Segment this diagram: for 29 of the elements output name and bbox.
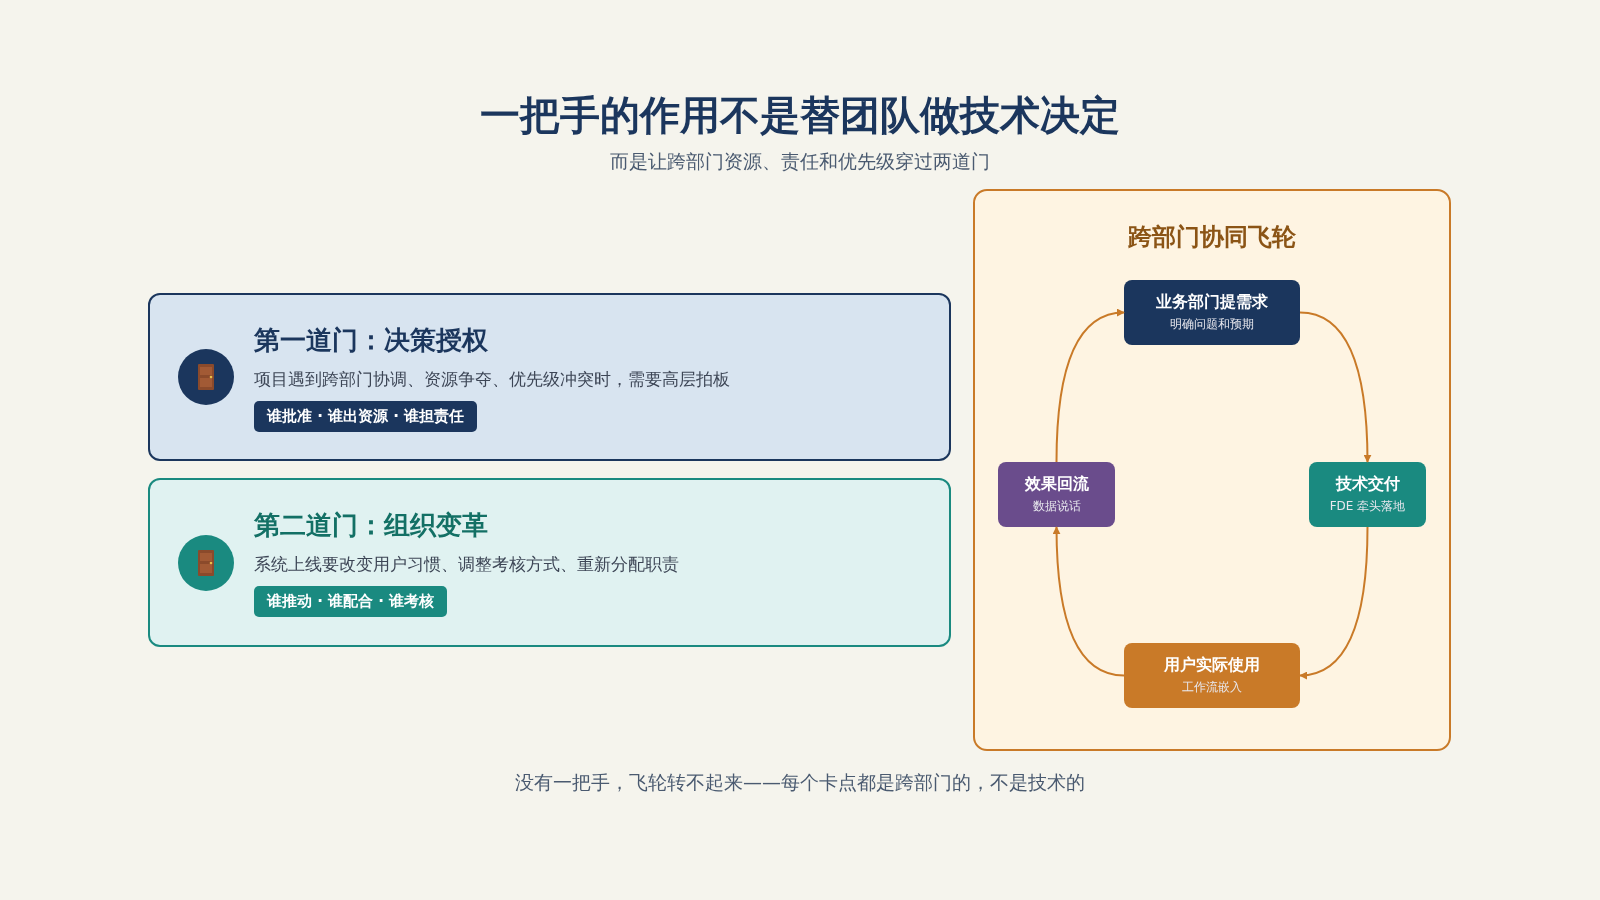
flywheel-panel [973,189,1451,751]
tag-pill: 谁批准 · 谁出资源 · 谁担责任 [254,401,478,432]
tag-pill: 谁推动 · 谁配合 · 谁考核 [254,586,448,617]
step-box [1309,462,1426,527]
step-title: 技术交付 [1335,474,1400,495]
step-subtitle: 明确问题和预期 [1170,316,1254,333]
card-heading: 第二道门：组织变革 [254,509,488,542]
cycle-arrow [1055,309,1125,463]
gate-card [148,293,951,461]
gate-card [148,478,951,647]
page-title: 一把手的作用不是替团队做技术决定 [479,91,1121,140]
step-box [1124,280,1300,345]
step-subtitle: 数据说话 [1032,498,1081,515]
step-title: 用户实际使用 [1164,655,1260,676]
cycle-arrow [1299,311,1372,463]
subtitle: 而是让跨部门资源、责任和优先级穿过两道门 [609,149,991,174]
step-subtitle: FDE 牵头落地 [1329,498,1406,515]
card-description: 系统上线要改变用户习惯、调整考核方式、重新分配职责 [254,553,679,576]
card-description: 项目遇到跨部门协调、资源争夺、优先级冲突时，需要高层拍板 [254,368,730,391]
cycle-arrow [1299,526,1369,679]
step-subtitle: 工作流嵌入 [1182,679,1242,696]
card-heading: 第一道门：决策授权 [254,324,488,357]
footer-note: 没有一把手，飞轮转不起来——每个卡点都是跨部门的，不是技术的 [514,770,1086,795]
panel-title: 跨部门协同飞轮 [1127,222,1297,253]
step-box [1124,643,1300,708]
step-box [998,462,1115,527]
cycle-arrow [1052,526,1125,677]
step-title: 效果回流 [1024,474,1089,495]
step-title: 业务部门提需求 [1156,292,1268,313]
